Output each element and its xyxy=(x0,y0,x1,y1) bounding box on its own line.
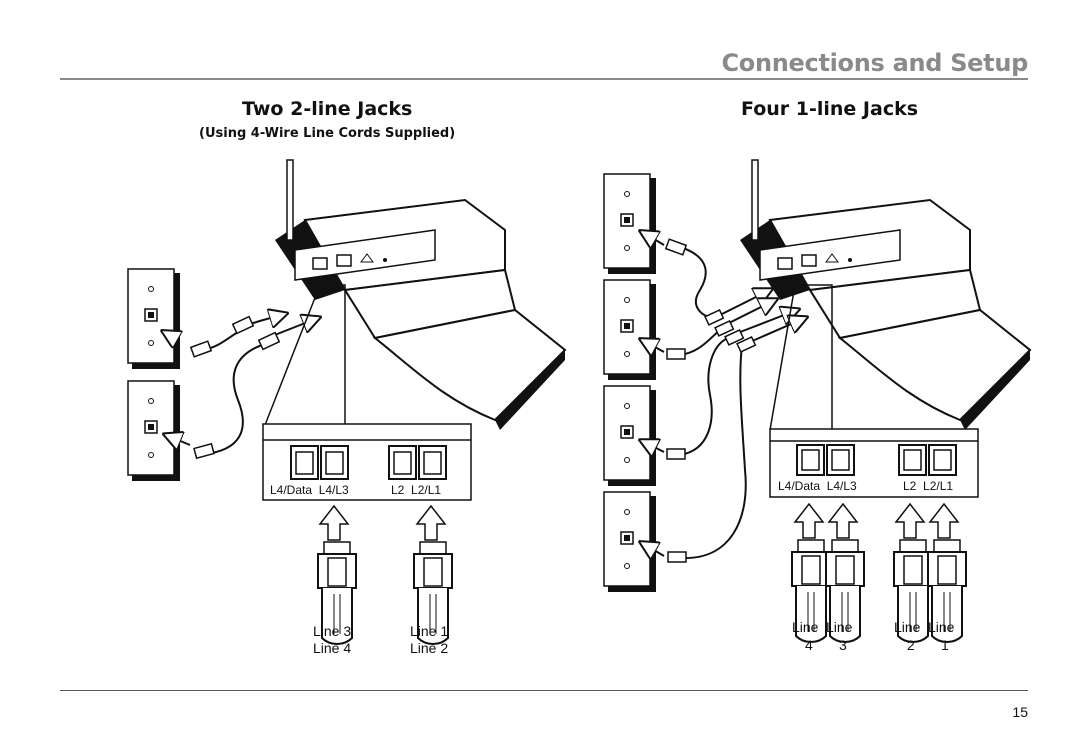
port-label-right-b: L2 L2/L1 xyxy=(903,479,953,493)
line-num-2: 2 xyxy=(907,637,915,653)
header-rule xyxy=(60,78,1028,80)
left-section-subtitle: (Using 4-Wire Line Cords Supplied) xyxy=(199,126,456,141)
line-label-1: Line 1 xyxy=(410,623,448,639)
up-arrow-icon xyxy=(319,505,349,541)
wall-plate-3 xyxy=(603,385,657,487)
line-word-2: Line xyxy=(894,619,921,635)
right-diagram: L4/Data L4/L3 L2 L2/L1 Line Line Line Li… xyxy=(603,159,1031,653)
line-word-1: Line xyxy=(928,619,955,635)
wall-plate-lower xyxy=(127,380,181,482)
left-section-title: Two 2-line Jacks xyxy=(242,98,413,120)
footer-rule xyxy=(60,690,1028,691)
line-num-4: 4 xyxy=(805,637,813,653)
right-section-title: Four 1-line Jacks xyxy=(741,98,919,120)
port-jacks-right xyxy=(796,444,957,476)
line-label-3: Line 3 xyxy=(313,623,351,639)
port-label-left-a: L4/Data L4/L3 xyxy=(270,483,349,497)
wall-plate-1 xyxy=(603,173,657,275)
left-diagram: L4/Data L4/L3 L2 L2/L1 Line 3 Line 4 Lin… xyxy=(127,159,566,656)
up-arrow-icon xyxy=(794,503,824,539)
phone-base-right xyxy=(739,159,1031,431)
port-label-left-b: L2 L2/L1 xyxy=(391,483,441,497)
line-num-1: 1 xyxy=(941,637,949,653)
port-jacks-left xyxy=(290,445,447,480)
phone-base-left xyxy=(274,159,566,431)
up-arrow-icon xyxy=(828,503,858,539)
page-number: 15 xyxy=(1012,704,1028,720)
line-word-4: Line xyxy=(792,619,819,635)
page-header-title: Connections and Setup xyxy=(721,49,1028,77)
line-label-2: Line 2 xyxy=(410,640,448,656)
line-label-4: Line 4 xyxy=(313,640,351,656)
wall-plate-2 xyxy=(603,279,657,381)
up-arrow-icon xyxy=(929,503,959,539)
up-arrow-icon xyxy=(895,503,925,539)
line-word-3: Line xyxy=(826,619,853,635)
port-label-right-a: L4/Data L4/L3 xyxy=(778,479,857,493)
wall-plate-upper xyxy=(127,268,181,370)
wall-plate-4 xyxy=(603,491,657,593)
line-num-3: 3 xyxy=(839,637,847,653)
up-arrow-icon xyxy=(416,505,446,541)
